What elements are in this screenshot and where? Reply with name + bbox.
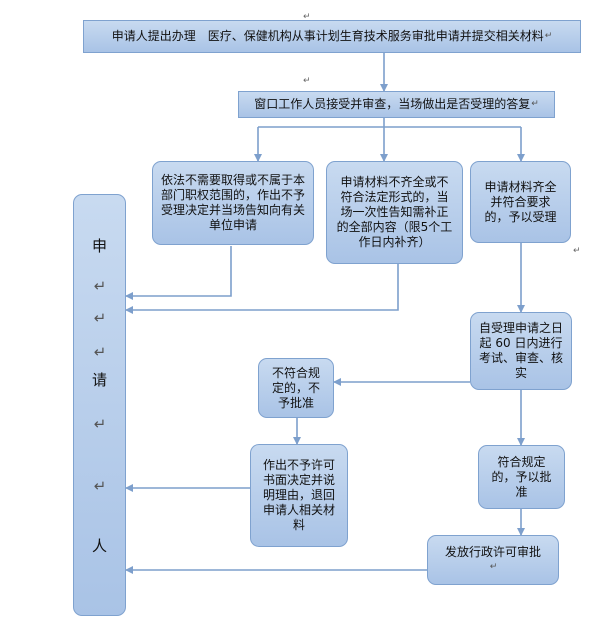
node-window-review: 窗口工作人员接受并审查，当场做出是否受理的答复↵ — [238, 91, 555, 118]
arrow-not-accepted-to-applicant — [125, 246, 232, 300]
node-complete: 申请材料齐全并符合要求的，予以受理 — [470, 161, 571, 243]
node-incomplete: 申请材料不齐全或不符合法定形式的，当场一次性告知需补正的全部内容（限5个工作日内… — [326, 161, 463, 264]
para-mark-review: ↵ — [303, 76, 311, 86]
para-mark-right: ↵ — [573, 246, 581, 256]
node-not-compliant: 不符合规定的，不予批准 — [258, 358, 334, 418]
node-not-accepted: 依法不需要取得或不属于本部门职权范围的，作出不予受理决定并当场告知向有关单位申请 — [152, 161, 314, 245]
node-applicant: 申 ↵ ↵ ↵ 请 ↵ ↵ 人 — [73, 194, 126, 616]
node-issue-permit: 发放行政许可审批 ↵ — [427, 535, 559, 585]
para-mark-top: ↵ — [303, 12, 311, 22]
node-apply: 申请人提出办理 医疗、保健机构从事计划生育技术服务审批申请并提交相关材料↵ — [83, 20, 581, 53]
arrow-incomplete-to-applicant — [125, 264, 399, 314]
node-examine: 自受理申请之日起 60 日内进行考试、审查、核实 — [470, 312, 572, 390]
node-compliant: 符合规定的，予以批准 — [478, 445, 565, 509]
applicant-char-2: 请 — [91, 371, 107, 389]
node-written-refusal: 作出不予许可书面决定并说明理由，退回申请人相关材料 — [250, 444, 348, 547]
applicant-char-3: 人 — [91, 537, 107, 555]
applicant-char-1: 申 — [91, 237, 107, 255]
